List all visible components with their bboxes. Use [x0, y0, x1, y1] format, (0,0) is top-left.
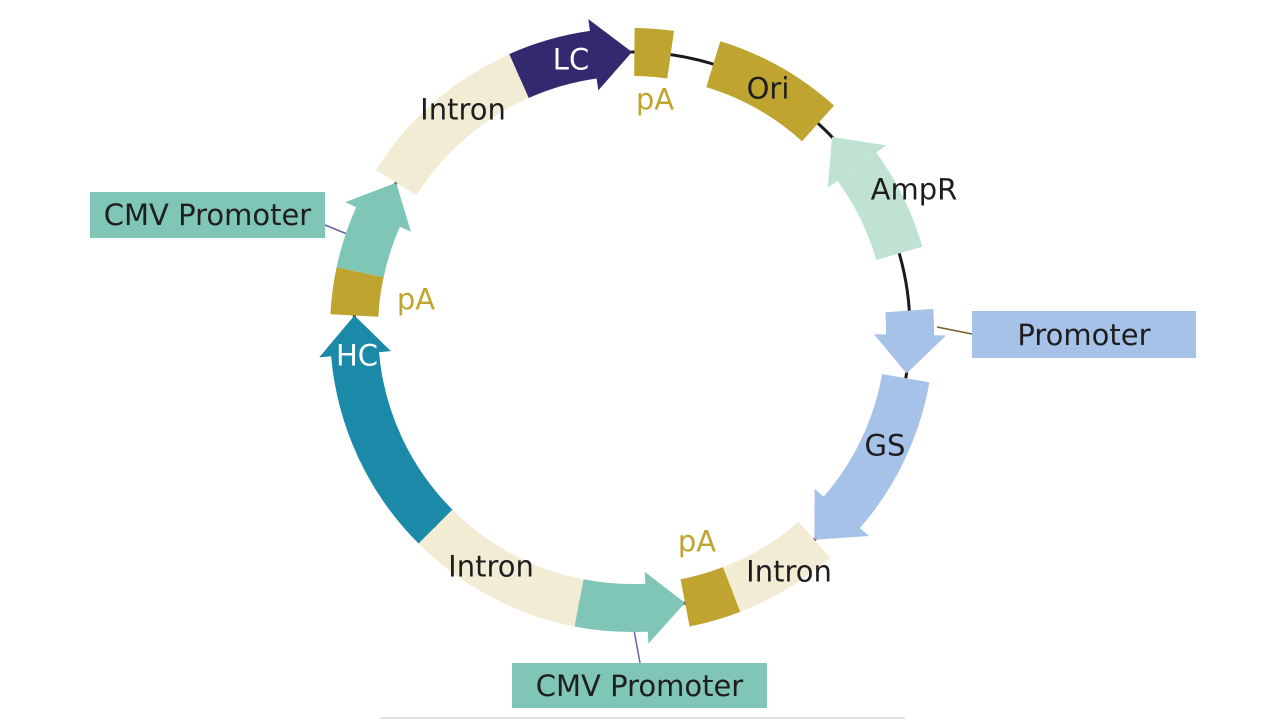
- cmv-promoter-label-box-bottom: CMV Promoter: [512, 663, 767, 708]
- intron-bottom-left-label: Intron: [448, 549, 534, 584]
- gs-label: GS: [864, 428, 906, 463]
- pa-left-label: pA: [396, 282, 436, 317]
- segment-intron-bl: [418, 509, 584, 627]
- pa-bottom-label: pA: [677, 524, 717, 559]
- ampr-label: AmpR: [870, 172, 958, 207]
- segment-pa-top: [634, 28, 674, 79]
- segment-pa-bottom: [680, 567, 741, 627]
- segment-intron-br: [723, 521, 831, 612]
- intron-bottom-right-label: Intron: [746, 554, 832, 589]
- hc-label: HC: [335, 338, 379, 373]
- cmv-bottom-leader-line: [633, 629, 641, 664]
- promoter-label: Promoter: [1017, 317, 1151, 352]
- promoter-leader-line: [936, 326, 973, 335]
- segment-gs: [814, 374, 930, 540]
- cmv-promoter-label-box-top: CMV Promoter: [90, 192, 325, 238]
- segment-ampr: [827, 136, 923, 260]
- promoter-label-box: Promoter: [972, 311, 1196, 358]
- segment-lc: [509, 19, 632, 99]
- segment-hc: [319, 315, 453, 544]
- cmv-promoter-top-label: CMV Promoter: [103, 198, 312, 232]
- cmv-top-leader-line: [324, 224, 348, 235]
- segment-promoter: [874, 308, 946, 374]
- segment-pa-left: [330, 267, 384, 317]
- segment-intron-top: [375, 54, 529, 196]
- cmv-promoter-bottom-label: CMV Promoter: [535, 668, 744, 703]
- intron-top-label: Intron: [420, 92, 506, 127]
- ori-label: Ori: [746, 71, 790, 106]
- segment-ori: [706, 41, 835, 142]
- segment-cmv-bottom: [574, 571, 685, 644]
- lc-label: LC: [552, 42, 590, 77]
- pa-top-label: pA: [635, 82, 675, 117]
- segment-cmv-top: [336, 182, 411, 278]
